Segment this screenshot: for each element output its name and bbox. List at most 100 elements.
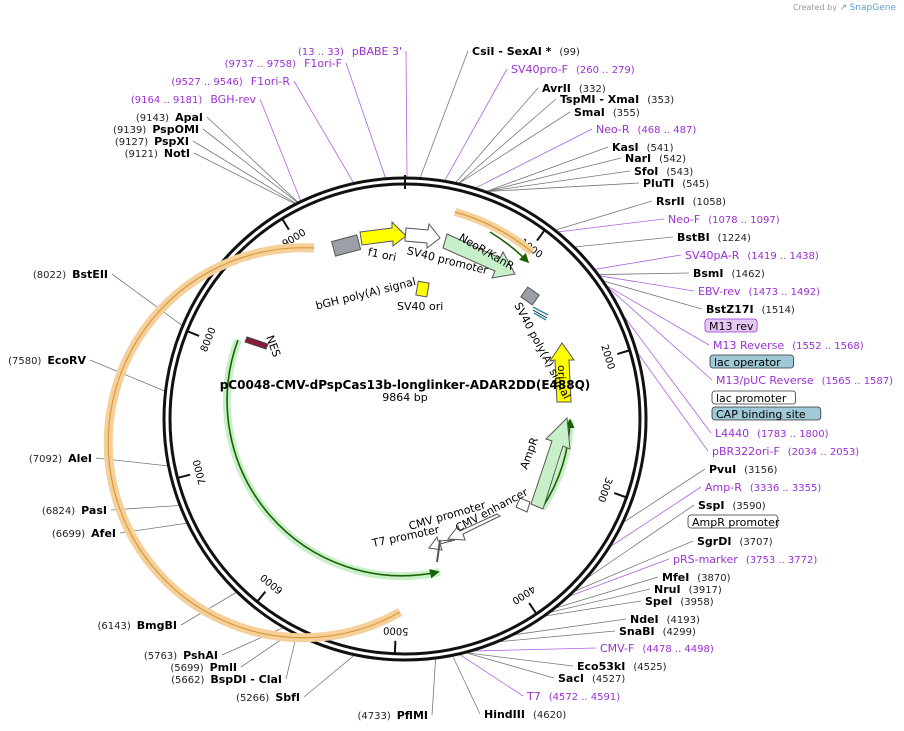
right-label: SacI(4527) xyxy=(558,672,625,685)
right-label: SV40pA-R(1419 .. 1438) xyxy=(685,249,819,262)
right-label: Eco53kI(4525) xyxy=(577,660,667,673)
tick-label: 6000 xyxy=(259,571,286,596)
right-label: CAP binding site xyxy=(716,408,806,421)
gray-small-box xyxy=(520,286,540,306)
tick-mark xyxy=(393,640,397,654)
leader-line xyxy=(431,659,436,716)
map-title: pC0048-CMV-dPspCas13b-longlinker-ADAR2DD… xyxy=(220,378,591,392)
feature-tag-box xyxy=(687,514,779,529)
leader-line xyxy=(111,273,183,326)
right-label: NruI(3917) xyxy=(654,583,722,596)
neor-kanr-arrow xyxy=(442,233,516,279)
tick-mark xyxy=(256,590,267,603)
right-label: NarI(542) xyxy=(625,152,686,165)
right-label: BsmI(1462) xyxy=(693,267,765,280)
leader-line xyxy=(545,600,642,617)
cds-arc-orange-outline xyxy=(107,247,401,639)
tick-mark xyxy=(528,602,538,615)
credit-brand: SnapGene xyxy=(849,3,896,13)
left-label: (5266)SbfI xyxy=(236,691,300,704)
ampr-arrow xyxy=(530,416,571,510)
right-label: AmpR promoter xyxy=(692,516,780,529)
leader-line xyxy=(558,218,665,233)
leader-line xyxy=(293,80,354,183)
leader-line xyxy=(550,588,651,613)
right-label: Amp-R(3336 .. 3355) xyxy=(705,481,821,494)
leader-line xyxy=(555,200,653,231)
right-label: M13 rev xyxy=(709,320,754,333)
leader-line xyxy=(466,652,555,679)
sv40-ori-box xyxy=(415,280,430,298)
cds-arc-orange-top-outline xyxy=(454,211,533,253)
leader-line xyxy=(606,285,710,346)
credit-prefix: Created by xyxy=(792,3,837,12)
right-label: CMV-F(4478 .. 4498) xyxy=(600,642,714,655)
leader-line xyxy=(285,635,297,680)
feature-ampr: AmpR xyxy=(518,435,542,471)
tick-mark xyxy=(177,473,191,479)
right-label: KasI(541) xyxy=(612,141,674,154)
right-label-column: CsiI - SexAI *(99)SV40pro-F(260 .. 279)A… xyxy=(472,45,893,721)
right-label: AvrII(332) xyxy=(542,82,606,95)
leader-line xyxy=(474,647,597,652)
left-label: (9127)PspXI xyxy=(115,135,189,148)
left-label: (4733)PflMI xyxy=(357,709,428,722)
right-label: pBR322ori-F(2034 .. 2053) xyxy=(712,445,859,458)
leader-line xyxy=(475,128,593,189)
left-label: (5699)PmlI xyxy=(170,661,237,674)
tick-label: 5000 xyxy=(383,624,409,636)
right-label: SfoI(543) xyxy=(634,165,693,178)
tick-label: 3000 xyxy=(595,476,614,504)
leader-line xyxy=(259,98,302,201)
snapgene-credit: Created by ↗ SnapGene xyxy=(793,3,896,13)
right-label: MfeI(3870) xyxy=(662,571,731,584)
left-label: (8022)BstEII xyxy=(33,268,108,281)
nes-box xyxy=(244,336,269,350)
leader-line xyxy=(499,630,616,642)
left-label: (9737 .. 9758)F1ori-F xyxy=(225,57,342,70)
f1-ori-box xyxy=(331,234,362,257)
feature-tag-box xyxy=(711,406,822,421)
tick-label: 8000 xyxy=(199,326,219,354)
right-label: CsiI - SexAI *(99) xyxy=(472,45,580,58)
leader-line xyxy=(486,157,622,192)
right-label: PluTI(545) xyxy=(643,177,709,190)
orf-arc-green-top xyxy=(489,231,530,264)
left-label: (7580)EcoRV xyxy=(8,354,86,367)
leader-line xyxy=(610,486,702,547)
left-label: (5662)BspDI - ClaI xyxy=(171,673,282,686)
ampr-orf-arrow xyxy=(541,418,575,509)
feature-tag-box xyxy=(709,354,794,369)
left-label: (13 .. 33)pBABE 3' xyxy=(298,45,402,58)
leader-line xyxy=(466,652,574,667)
right-label: PvuI(3156) xyxy=(709,463,778,476)
leader-line xyxy=(192,140,296,204)
leader-line xyxy=(587,504,695,579)
leader-line xyxy=(486,146,609,192)
tick-mark xyxy=(281,218,290,231)
leader-line xyxy=(455,87,539,183)
leader-line xyxy=(458,98,557,184)
right-label: TspMI - XmaI(353) xyxy=(560,93,674,106)
leader-line xyxy=(487,182,640,192)
leader-line xyxy=(514,618,627,636)
left-label: (5763)PshAI xyxy=(144,649,218,662)
leader-line xyxy=(624,316,712,434)
tick-label: 7000 xyxy=(192,458,209,485)
left-label: (6143)BmgBI xyxy=(98,619,177,632)
leader-line xyxy=(603,280,703,310)
right-label: HindIII(4620) xyxy=(484,708,566,721)
tick-mark xyxy=(536,229,546,242)
tick-label: 2000 xyxy=(598,343,616,371)
label-leader-lines xyxy=(89,50,713,716)
right-label: BstBI(1224) xyxy=(677,231,751,244)
ampr-promoter-box xyxy=(515,497,531,513)
sv40-promoter-arrow xyxy=(404,222,441,250)
leader-line xyxy=(459,654,524,697)
leader-line xyxy=(405,50,408,178)
right-label: RsrII(1058) xyxy=(656,195,726,208)
right-label: lac promoter xyxy=(716,392,787,405)
right-label: SpeI(3958) xyxy=(645,595,714,608)
right-label: NdeI(4193) xyxy=(630,613,700,626)
leader-line xyxy=(486,170,631,192)
